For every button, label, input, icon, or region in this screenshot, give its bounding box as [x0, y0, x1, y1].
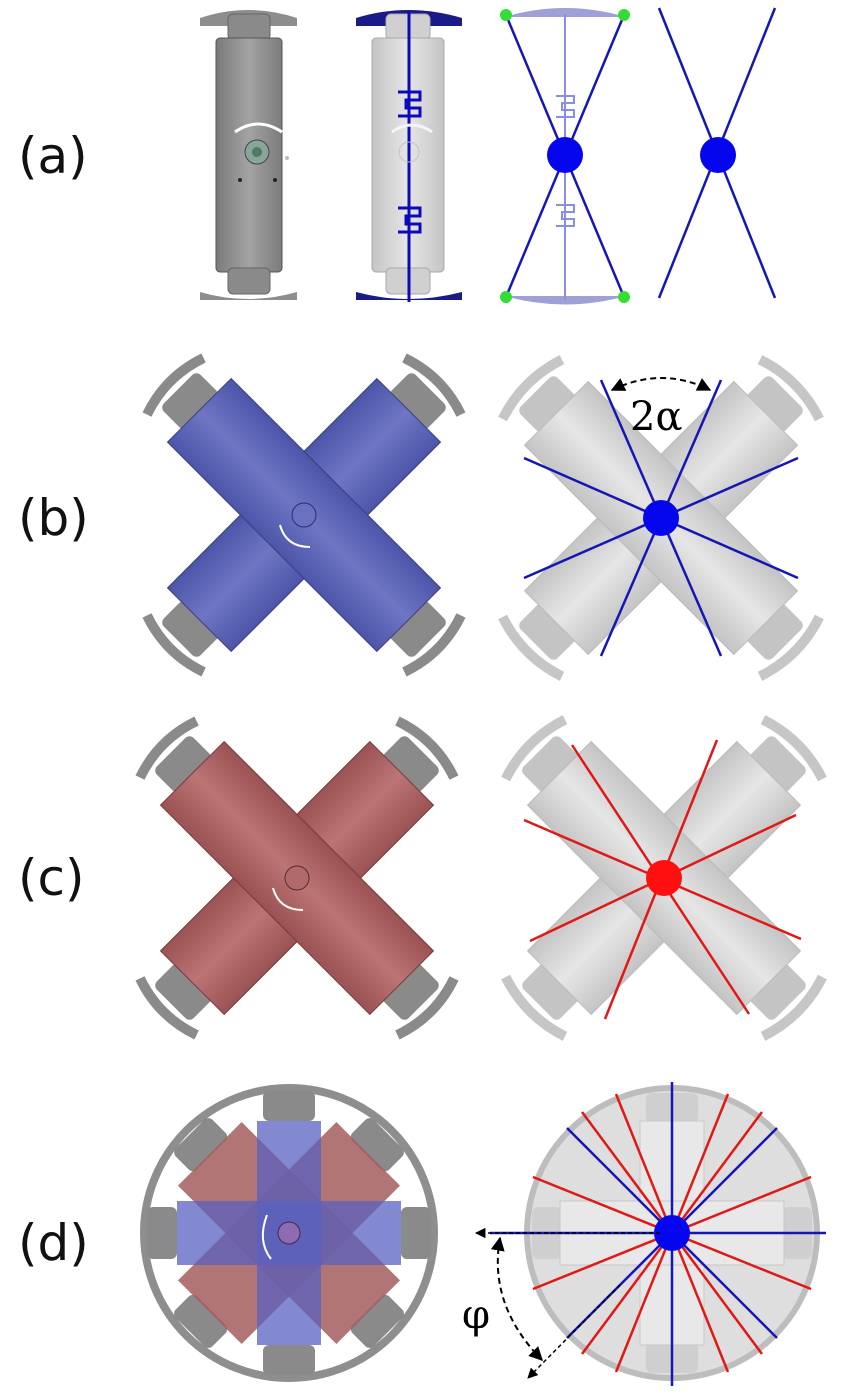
module-render-gray — [200, 10, 297, 300]
row-label-c: (c) — [18, 849, 85, 907]
line-model-nodes — [500, 8, 630, 305]
row-label-b: (b) — [18, 489, 89, 547]
cross-line-model-blue: 2α — [498, 355, 824, 681]
line-model-cross — [657, 7, 777, 299]
combined-line-model: φ — [462, 1082, 826, 1386]
alpha-label: 2α — [630, 394, 682, 440]
combined-module-render — [140, 1084, 438, 1382]
cross-line-model-red — [501, 715, 827, 1041]
phi-label: φ — [462, 1292, 490, 1338]
cross-module-red — [135, 716, 459, 1040]
cross-module-blue — [142, 353, 466, 677]
module-render-axis — [356, 10, 462, 302]
row-label-a: (a) — [18, 127, 88, 185]
row-label-d: (d) — [18, 1214, 89, 1272]
